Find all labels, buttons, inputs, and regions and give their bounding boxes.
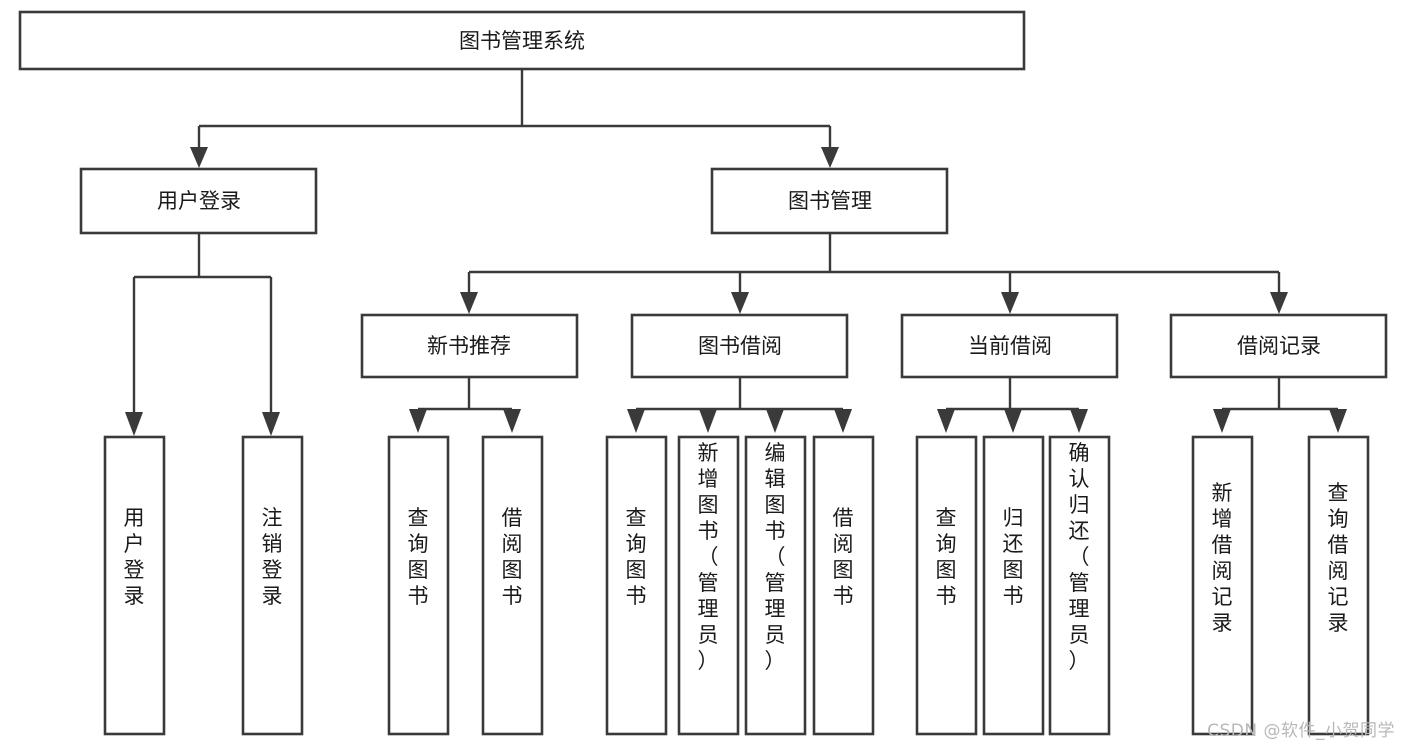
node-user-login-box[interactable] xyxy=(79,167,318,235)
leaf-new-book-borrow-box[interactable] xyxy=(481,435,544,736)
leaf-records-query-box[interactable] xyxy=(1307,435,1370,736)
arrow-head-book-mgmt xyxy=(821,147,839,168)
arrow-head-rc-leaf-2 xyxy=(1329,409,1347,433)
node-book-management-box[interactable] xyxy=(710,167,949,235)
connectors-borrow-to-leaves xyxy=(627,377,852,433)
arrow-head-cb-leaf-2 xyxy=(1004,409,1022,433)
leaf-new-book-borrow[interactable]: 借阅图书 xyxy=(481,435,544,736)
node-current-borrow-box[interactable] xyxy=(900,313,1119,379)
node-new-book-recommend[interactable]: 新书推荐 xyxy=(360,313,579,379)
connectors-records-to-leaves xyxy=(1213,377,1347,433)
node-user-login-label: 用户登录 xyxy=(157,189,241,213)
node-root-label: 图书管理系统 xyxy=(459,29,585,53)
leaf-records-query[interactable]: 查询借阅记录 xyxy=(1307,435,1370,736)
leaf-borrow-borrow-box[interactable] xyxy=(812,435,875,736)
leaf-borrow-borrow-label: 借阅图书 xyxy=(833,506,854,608)
leaf-current-query-label: 查询图书 xyxy=(936,506,957,608)
leaf-new-book-query-box[interactable] xyxy=(387,435,450,736)
leaf-current-return[interactable]: 归还图书 xyxy=(982,435,1045,736)
arrow-head-leaf-user-login xyxy=(125,412,143,436)
leaf-current-confirm-return[interactable]: 确认归还（管理员） xyxy=(1048,435,1111,736)
arrow-head-current xyxy=(1001,292,1019,314)
connectors-root-to-level1 xyxy=(190,69,839,168)
node-new-book-recommend-box[interactable] xyxy=(360,313,579,379)
connectors-user-login-to-leaves xyxy=(125,233,280,436)
leaf-records-add-box[interactable] xyxy=(1191,435,1254,736)
csdn-watermark: CSDN @软件_小贺同学 xyxy=(1207,721,1395,741)
leaf-user-login-logout-label: 注销登录 xyxy=(262,506,283,608)
node-borrow-records[interactable]: 借阅记录 xyxy=(1169,313,1388,379)
leaf-borrow-edit[interactable]: 编辑图书（管理员） xyxy=(744,435,807,736)
node-book-management[interactable]: 图书管理 xyxy=(710,167,949,235)
node-current-borrow[interactable]: 当前借阅 xyxy=(900,313,1119,379)
arrow-head-cb-leaf-1 xyxy=(937,409,955,433)
leaf-borrow-query-label: 查询图书 xyxy=(626,506,647,608)
leaf-user-login-logout-box[interactable] xyxy=(241,435,304,736)
leaf-records-add[interactable]: 新增借阅记录 xyxy=(1191,435,1254,736)
leaf-user-login-login-label: 用户登录 xyxy=(124,506,145,608)
leaf-current-query-box[interactable] xyxy=(915,435,978,736)
node-borrow-records-label: 借阅记录 xyxy=(1237,334,1321,358)
leaf-borrow-query[interactable]: 查询图书 xyxy=(605,435,668,736)
leaf-user-login-login-box[interactable] xyxy=(103,435,166,736)
leaf-current-confirm-return-box[interactable] xyxy=(1048,435,1111,736)
arrow-head-records xyxy=(1270,292,1288,314)
leaf-borrow-edit-label: 编辑图书（管理员） xyxy=(765,441,786,673)
leaf-user-login-logout[interactable]: 注销登录 xyxy=(241,435,304,736)
leaf-current-return-box[interactable] xyxy=(982,435,1045,736)
node-root[interactable]: 图书管理系统 xyxy=(18,10,1026,71)
leaf-new-book-query[interactable]: 查询图书 xyxy=(387,435,450,736)
arrow-head-bw-leaf-1 xyxy=(627,409,645,433)
leaf-current-confirm-return-label: 确认归还（管理员） xyxy=(1069,441,1090,673)
leaf-new-book-query-label: 查询图书 xyxy=(408,506,429,608)
node-book-borrow-box[interactable] xyxy=(630,313,849,379)
node-user-login[interactable]: 用户登录 xyxy=(79,167,318,235)
leaf-current-query[interactable]: 查询图书 xyxy=(915,435,978,736)
node-current-borrow-label: 当前借阅 xyxy=(968,334,1052,358)
leaf-user-login-login[interactable]: 用户登录 xyxy=(103,435,166,736)
leaf-records-add-label: 新增借阅记录 xyxy=(1212,481,1233,635)
arrow-head-leaf-logout xyxy=(262,412,280,436)
leaf-new-book-borrow-label: 借阅图书 xyxy=(502,506,523,608)
leaf-borrow-query-box[interactable] xyxy=(605,435,668,736)
connectors-book-mgmt-to-level2 xyxy=(460,233,1288,314)
leaf-borrow-add[interactable]: 新增图书（管理员） xyxy=(677,435,740,736)
arrow-head-cb-leaf-3 xyxy=(1070,409,1088,433)
arrow-head-bw-leaf-3 xyxy=(766,409,784,433)
node-book-management-label: 图书管理 xyxy=(788,189,872,213)
connectors-new-book-to-leaves xyxy=(409,377,521,433)
node-borrow-records-box[interactable] xyxy=(1169,313,1388,379)
arrow-head-new-book xyxy=(460,292,478,314)
node-book-borrow[interactable]: 图书借阅 xyxy=(630,313,849,379)
arrow-head-borrow xyxy=(731,292,749,314)
leaf-current-return-label: 归还图书 xyxy=(1003,506,1024,608)
node-new-book-recommend-label: 新书推荐 xyxy=(427,334,511,358)
connectors-current-to-leaves xyxy=(937,377,1088,433)
arrow-head-bw-leaf-4 xyxy=(834,409,852,433)
arrow-head-bw-leaf-2 xyxy=(699,409,717,433)
leaf-borrow-add-box[interactable] xyxy=(677,435,740,736)
leaf-borrow-borrow[interactable]: 借阅图书 xyxy=(812,435,875,736)
leaf-records-query-label: 查询借阅记录 xyxy=(1328,481,1349,635)
arrow-head-rc-leaf-1 xyxy=(1213,409,1231,433)
node-book-borrow-label: 图书借阅 xyxy=(698,334,782,358)
node-root-box[interactable] xyxy=(18,10,1026,71)
leaf-borrow-edit-box[interactable] xyxy=(744,435,807,736)
arrow-head-user-login xyxy=(190,147,208,168)
arrow-head-nb-leaf-2 xyxy=(503,409,521,433)
leaf-borrow-add-label: 新增图书（管理员） xyxy=(698,441,719,673)
arrow-head-nb-leaf-1 xyxy=(409,409,427,433)
